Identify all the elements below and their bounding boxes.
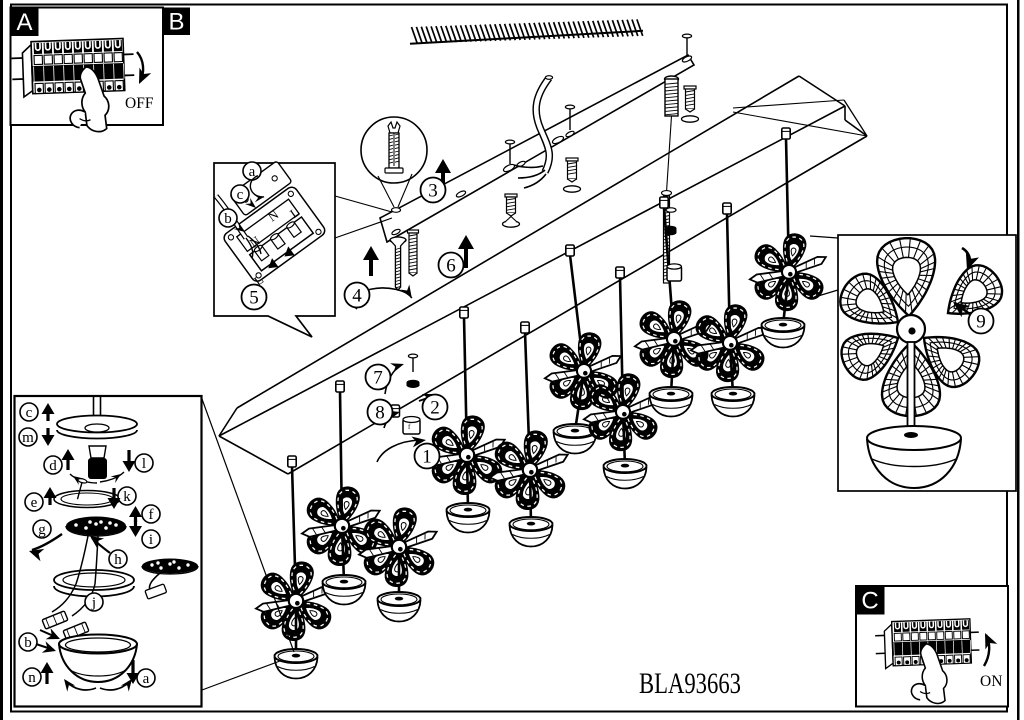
svg-text:e: e	[31, 495, 38, 511]
svg-text:2: 2	[430, 397, 440, 418]
svg-text:n: n	[28, 670, 36, 686]
svg-text:B: B	[168, 9, 184, 36]
svg-text:b: b	[24, 635, 32, 651]
svg-text:c: c	[26, 405, 33, 421]
svg-text:A: A	[16, 9, 32, 36]
svg-text:a: a	[249, 164, 256, 180]
svg-text:l: l	[142, 456, 146, 472]
svg-text:m: m	[22, 430, 34, 446]
svg-text:7: 7	[373, 367, 383, 388]
svg-text:k: k	[123, 489, 131, 505]
svg-text:d: d	[49, 458, 57, 474]
svg-text:BLA93663: BLA93663	[639, 667, 741, 700]
svg-text:8: 8	[375, 402, 385, 423]
svg-text:a: a	[143, 671, 150, 687]
svg-text:g: g	[38, 522, 46, 538]
svg-text:i: i	[149, 532, 153, 548]
svg-text:3: 3	[428, 180, 438, 201]
svg-text:f: f	[149, 507, 154, 523]
svg-text:C: C	[861, 588, 878, 615]
svg-text:OFF: OFF	[125, 95, 154, 112]
svg-text:h: h	[114, 552, 122, 568]
svg-text:j: j	[91, 595, 96, 611]
svg-text:4: 4	[352, 285, 362, 306]
svg-text:ON: ON	[980, 673, 1002, 690]
svg-text:c: c	[237, 187, 244, 203]
svg-text:5: 5	[249, 287, 259, 308]
svg-text:6: 6	[446, 255, 456, 276]
svg-text:f: f	[408, 423, 411, 431]
svg-text:9: 9	[976, 311, 986, 332]
svg-text:b: b	[224, 211, 232, 227]
svg-text:1: 1	[422, 446, 432, 467]
